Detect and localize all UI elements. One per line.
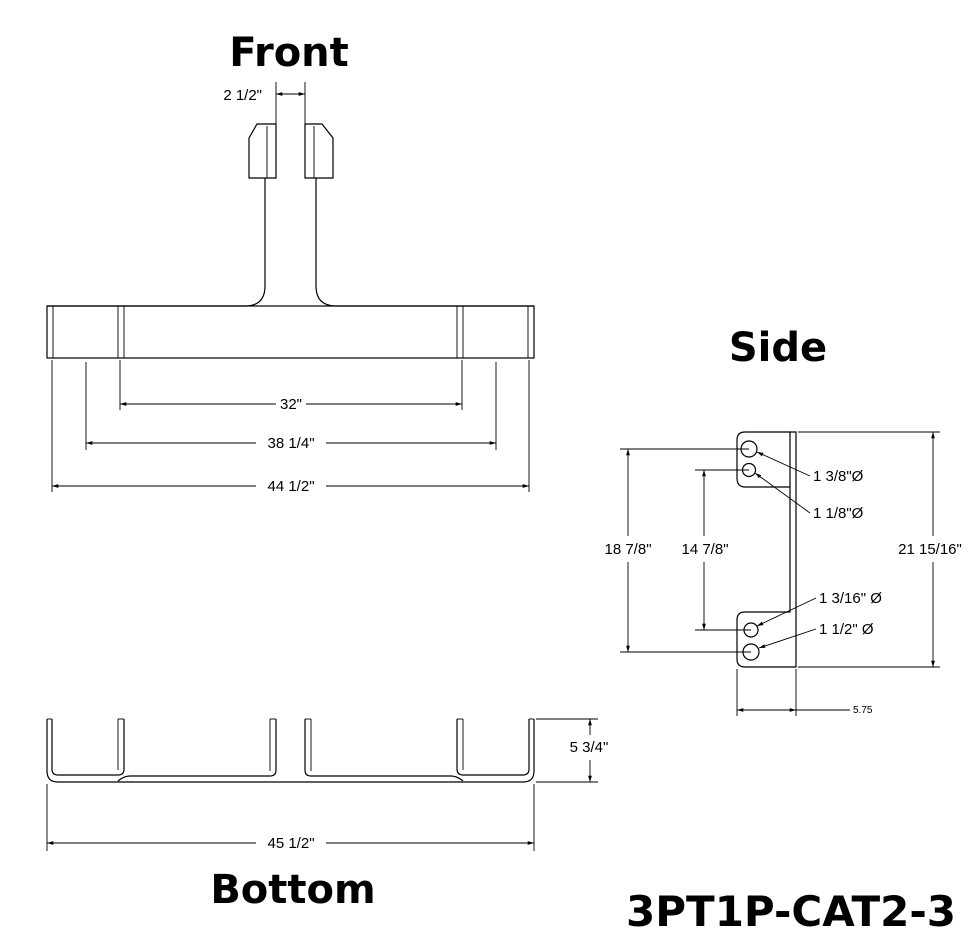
side-plate — [736, 431, 797, 668]
side-view-title: Side — [729, 325, 827, 371]
hole-top-large-label: 1 3/8"Ø — [813, 468, 864, 485]
hole-bottom-small-label: 1 3/16" Ø — [819, 590, 882, 607]
front-top-tabs — [248, 123, 334, 179]
front-view-title: Front — [229, 30, 349, 76]
bottom-height-dimension: 5 3/4" — [570, 739, 609, 756]
bottom-view: 5 3/4" 45 1/2" Bottom — [46, 718, 609, 913]
side-view: Side 1 3/8"Ø 1 1/8"Ø 1 3/16" Ø 1 1/2" Ø … — [604, 325, 962, 716]
side-height-dimension: 21 15/16" — [898, 541, 962, 558]
front-middle-dimension: 38 1/4" — [267, 435, 314, 452]
front-frame — [46, 178, 535, 359]
side-inner-span-dimension: 14 7/8" — [681, 541, 728, 558]
front-gap-dimension: 2 1/2" — [223, 87, 262, 104]
side-outer-span-dimension: 18 7/8" — [604, 541, 651, 558]
side-depth-dimension: 5.75 — [853, 705, 873, 716]
part-number: 3PT1P-CAT2-3 — [626, 887, 956, 936]
hole-top-small-label: 1 1/8"Ø — [813, 505, 864, 522]
bottom-width-dimension: 45 1/2" — [267, 835, 314, 852]
front-overall-dimension: 44 1/2" — [267, 478, 314, 495]
bottom-profile — [46, 718, 535, 783]
bottom-view-title: Bottom — [210, 867, 375, 913]
front-view: Front 2 1/2" — [46, 30, 535, 495]
front-inner-dimension: 32" — [280, 396, 302, 413]
hole-bottom-large-label: 1 1/2" Ø — [819, 621, 874, 638]
